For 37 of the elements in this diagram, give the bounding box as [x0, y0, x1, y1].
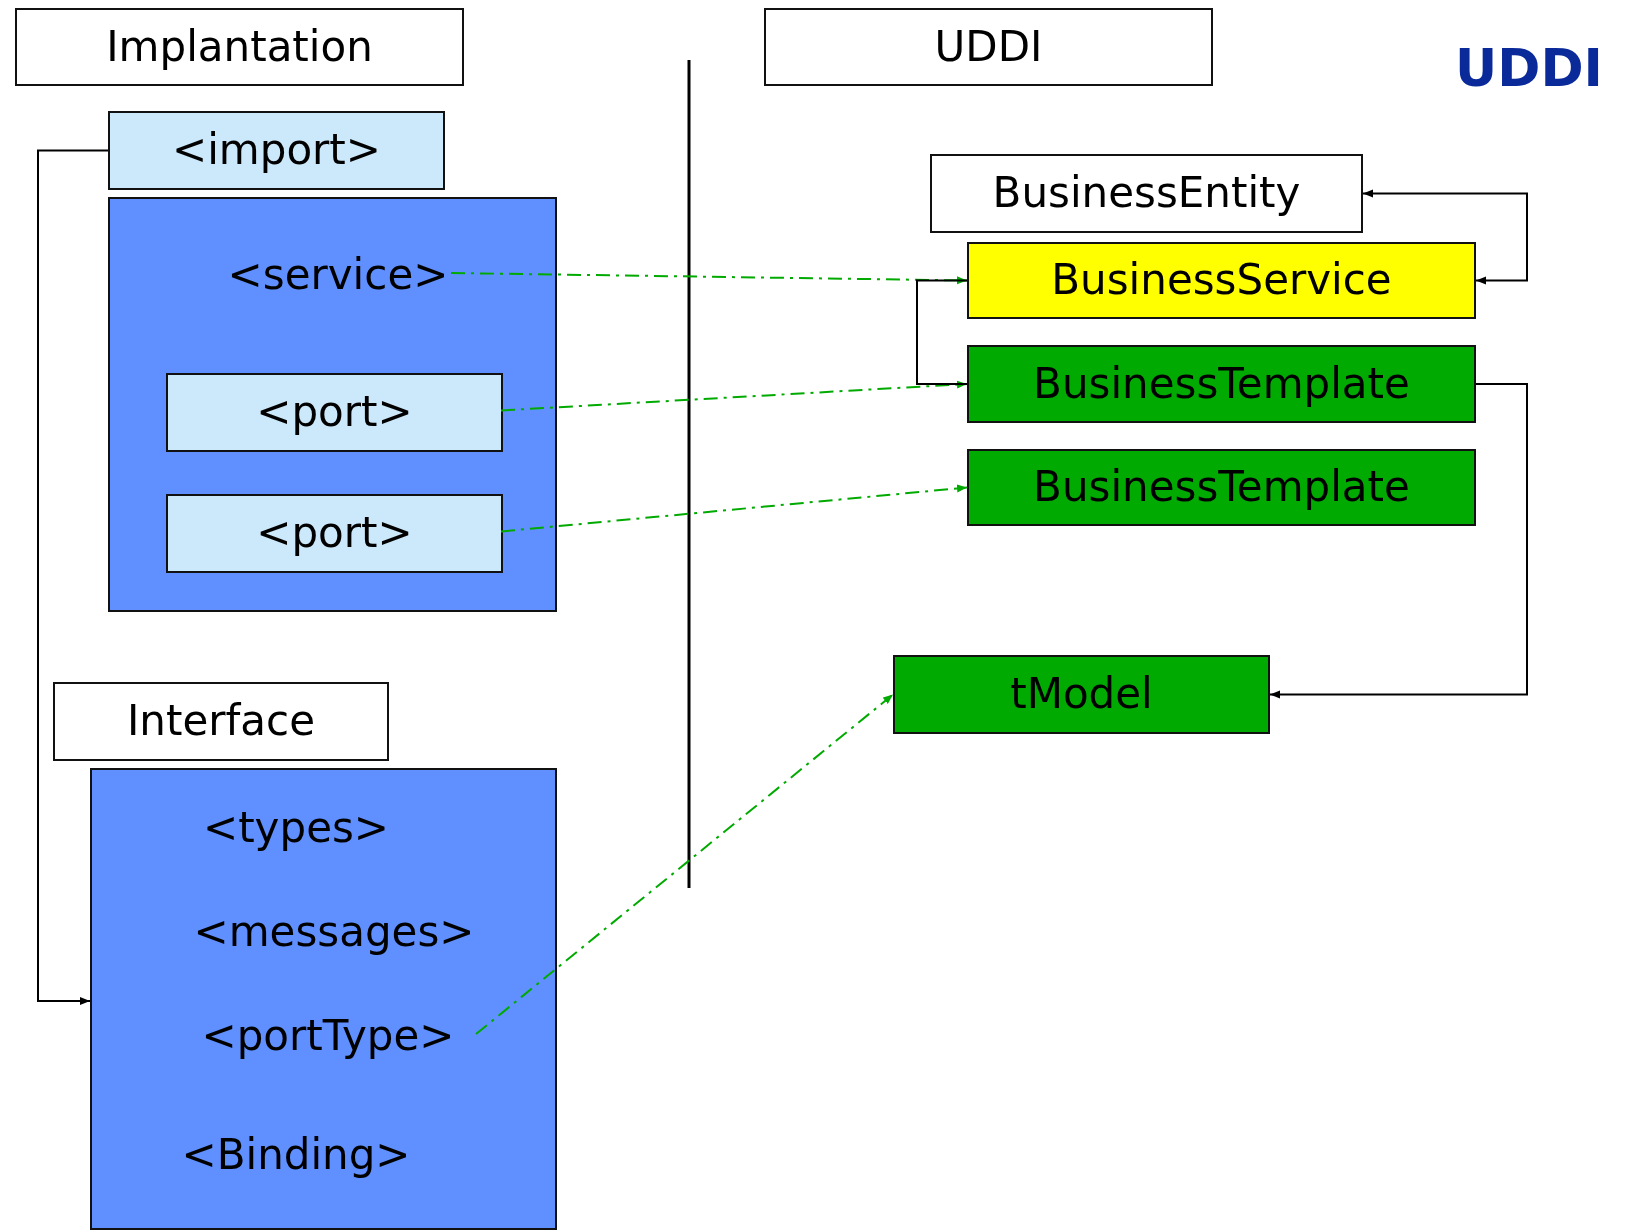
node-label: BusinessEntity	[992, 170, 1301, 217]
arrow	[1362, 189, 1528, 285]
entity-box	[893, 655, 1270, 734]
arrow	[37, 149, 109, 1005]
tag-label: <messages>	[193, 908, 475, 956]
title: UDDI	[1455, 38, 1603, 98]
entity-box	[967, 242, 1476, 319]
entity-box	[930, 154, 1363, 233]
entity-box	[967, 345, 1476, 423]
node-label: tModel	[1010, 671, 1153, 718]
node-label: BusinessService	[1051, 257, 1392, 304]
node-label: <service>	[227, 251, 449, 299]
arrow	[475, 693, 894, 1035]
arrow	[500, 484, 968, 533]
arrow	[450, 272, 968, 285]
node-label: <port>	[256, 389, 413, 436]
header-box	[764, 8, 1213, 86]
node-label: BusinessTemplate	[1033, 464, 1410, 511]
connector-line	[916, 279, 968, 385]
arrow	[1269, 383, 1528, 699]
header-box	[53, 682, 389, 761]
node-label: <import>	[171, 127, 382, 174]
tag-box	[108, 111, 445, 190]
tag-label: <Binding>	[181, 1131, 411, 1179]
node-label: <portType>	[201, 1012, 455, 1060]
block-panel	[90, 768, 557, 1230]
node-label: Implantation	[106, 23, 373, 71]
node-label: BusinessTemplate	[1033, 360, 1410, 408]
entity-box	[967, 449, 1476, 526]
node-label: UDDI	[934, 23, 1043, 71]
node-label: Interface	[126, 698, 315, 745]
tag-box	[166, 494, 503, 573]
block-panel	[108, 197, 557, 612]
node-label: <port>	[256, 510, 413, 557]
tag-box	[166, 373, 503, 452]
tag-label: <types>	[202, 804, 390, 852]
header-box	[15, 8, 464, 86]
